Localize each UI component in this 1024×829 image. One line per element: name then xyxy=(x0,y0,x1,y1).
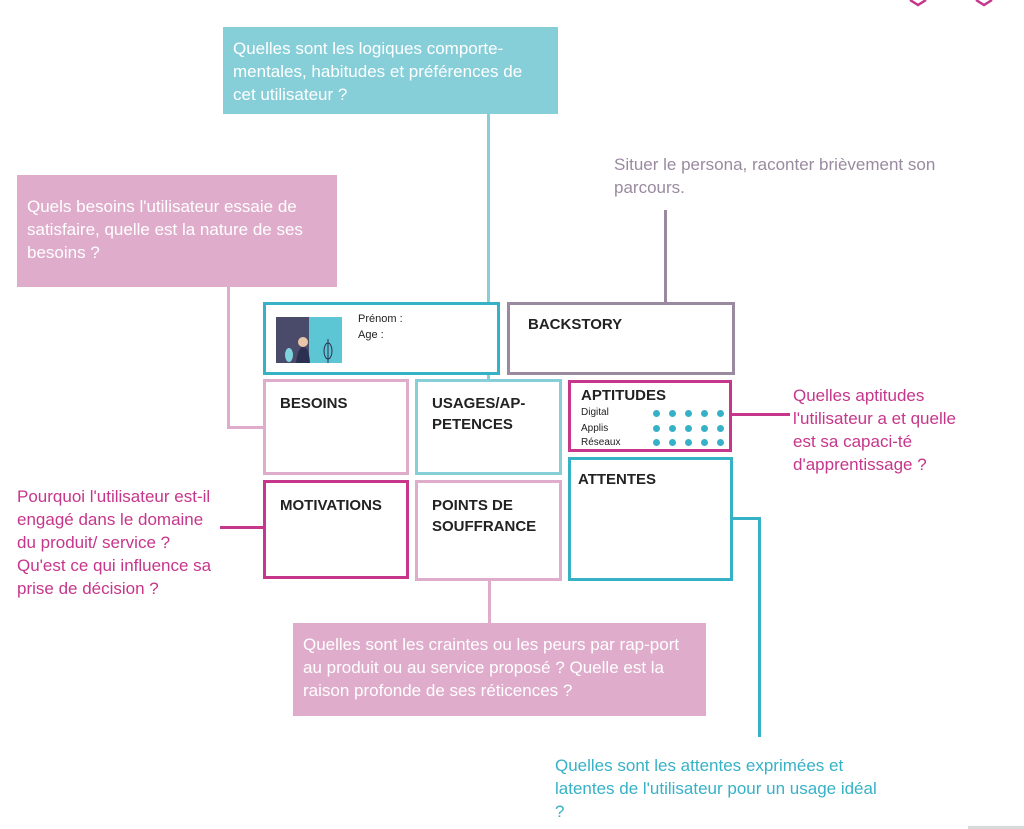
corner-mark xyxy=(968,826,1024,829)
note-aptitudes: Quelles aptitudes l'utilisateur a et que… xyxy=(793,384,973,476)
aptitude-dot xyxy=(653,439,660,446)
callout-besoins: Quels besoins l'utilisateur essaie de sa… xyxy=(17,175,337,287)
besoins-box: BESOINS xyxy=(263,379,409,475)
attentes-title: ATTENTES xyxy=(578,471,657,488)
aptitude-dot xyxy=(685,439,692,446)
aptitude-dot xyxy=(717,410,724,417)
usages-box: USAGES/AP- PETENCES xyxy=(415,379,562,475)
callout-logiques-text: Quelles sont les logiques comporte-menta… xyxy=(233,39,523,104)
callout-logiques: Quelles sont les logiques comporte-menta… xyxy=(223,27,558,114)
aptitude-dot xyxy=(701,410,708,417)
usages-title-1: USAGES/AP- xyxy=(432,395,526,412)
aptitudes-box: APTITUDES Digital Applis Réseaux xyxy=(568,380,732,452)
connector-motivations xyxy=(220,526,265,529)
note-pourquoi-text: Pourquoi l'utilisateur est-il engagé dan… xyxy=(17,487,212,598)
connector-craintes xyxy=(488,581,491,623)
points-box: POINTS DE SOUFFRANCE xyxy=(415,480,562,581)
aptitude-dot xyxy=(653,425,660,432)
aptitude-dot xyxy=(669,410,676,417)
aptitude-dot xyxy=(685,425,692,432)
points-title-2: SOUFFRANCE xyxy=(432,518,537,535)
attentes-box: ATTENTES xyxy=(568,457,733,581)
persona-age: Age : xyxy=(358,329,384,341)
note-attentes: Quelles sont les attentes exprimées et l… xyxy=(555,754,885,823)
aptitude-dot xyxy=(701,439,708,446)
connector-logiques xyxy=(487,113,490,380)
backstory-title: BACKSTORY xyxy=(528,316,623,333)
backstory-box: BACKSTORY xyxy=(507,302,735,375)
note-aptitudes-text: Quelles aptitudes l'utilisateur a et que… xyxy=(793,386,956,474)
motivations-box: MOTIVATIONS xyxy=(263,480,409,579)
connector-attentes-v xyxy=(758,517,761,737)
aptitude-dot xyxy=(669,425,676,432)
persona-card: Prénom : Age : xyxy=(263,302,500,375)
usages-title-2: PETENCES xyxy=(432,416,513,433)
aptitude-dot xyxy=(717,439,724,446)
corner-decoration xyxy=(909,0,993,7)
aptitude-dot xyxy=(701,425,708,432)
aptitudes-row-reseaux: Réseaux xyxy=(581,437,621,448)
aptitude-dot xyxy=(653,410,660,417)
aptitude-dot xyxy=(669,439,676,446)
connector-attentes-h xyxy=(733,517,761,520)
persona-prenom: Prénom : xyxy=(358,313,403,325)
callout-craintes: Quelles sont les craintes ou les peurs p… xyxy=(293,623,706,716)
motivations-title: MOTIVATIONS xyxy=(280,497,382,514)
aptitudes-row-digital: Digital xyxy=(581,407,609,418)
points-title-1: POINTS DE xyxy=(432,497,513,514)
aptitudes-title: APTITUDES xyxy=(581,387,667,404)
connector-situer xyxy=(664,210,667,302)
aptitude-dot xyxy=(717,425,724,432)
connector-besoins-h xyxy=(227,426,265,429)
callout-besoins-text: Quels besoins l'utilisateur essaie de sa… xyxy=(27,197,303,262)
aptitude-dot xyxy=(685,410,692,417)
besoins-title: BESOINS xyxy=(280,395,348,412)
note-pourquoi: Pourquoi l'utilisateur est-il engagé dan… xyxy=(17,485,212,600)
connector-aptitudes xyxy=(730,413,790,416)
aptitudes-row-applis: Applis xyxy=(581,423,609,434)
connector-besoins-v xyxy=(227,286,230,429)
note-attentes-text: Quelles sont les attentes exprimées et l… xyxy=(555,756,877,821)
callout-craintes-text: Quelles sont les craintes ou les peurs p… xyxy=(303,635,680,700)
note-situer-text: Situer le persona, raconter brièvement s… xyxy=(614,155,936,197)
note-situer: Situer le persona, raconter brièvement s… xyxy=(614,153,949,199)
persona-illustration xyxy=(276,317,342,363)
